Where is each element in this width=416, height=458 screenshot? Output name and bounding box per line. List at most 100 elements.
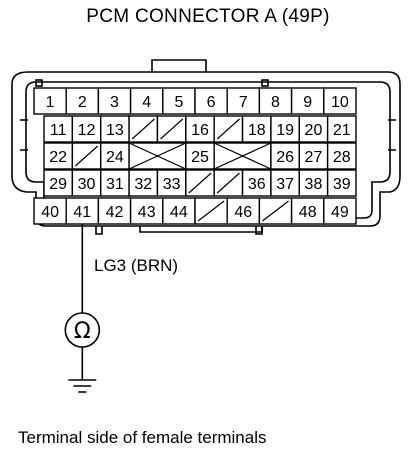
- terminal-cell: 29: [43, 169, 74, 197]
- terminal-number: 20: [305, 122, 323, 139]
- terminal-cell: 16: [185, 115, 215, 143]
- connector-top-marker: [261, 79, 269, 87]
- empty-cavity: [194, 197, 228, 225]
- empty-cavity: [258, 197, 293, 225]
- blank-cavity: [128, 142, 187, 170]
- terminal-number: 27: [305, 149, 323, 166]
- terminal-cell: 19: [270, 115, 300, 143]
- terminal-cell: 46: [226, 197, 261, 225]
- terminal-number: 30: [78, 176, 96, 193]
- diagram-title: PCM CONNECTOR A (49P): [86, 6, 330, 27]
- terminal-cell: 13: [100, 115, 130, 143]
- terminal-number: 13: [106, 122, 124, 139]
- terminal-cell: 32: [128, 169, 159, 197]
- terminal-number: 43: [138, 204, 156, 221]
- terminal-cell: 27: [298, 142, 329, 170]
- terminal-cell: 44: [162, 197, 196, 225]
- terminal-number: 31: [106, 176, 124, 193]
- terminal-number: 37: [276, 176, 294, 193]
- terminal-number: 42: [106, 204, 124, 221]
- terminal-cell: 24: [100, 142, 130, 170]
- terminal-number: 26: [276, 149, 294, 166]
- terminal-number: 12: [78, 122, 96, 139]
- ground-icon: [68, 379, 97, 393]
- empty-cavity: [213, 115, 244, 143]
- terminal-cell: 5: [162, 87, 196, 115]
- terminal-cell: 20: [298, 115, 329, 143]
- terminal-cell: 2: [65, 87, 100, 115]
- blank-cavity: [213, 142, 272, 170]
- terminal-cell: 7: [226, 87, 261, 115]
- terminal-cell: 22: [43, 142, 74, 170]
- empty-cavity: [185, 169, 215, 197]
- terminal-cell: 42: [97, 197, 132, 225]
- empty-cavity: [71, 142, 102, 170]
- terminal-cell: 43: [129, 197, 164, 225]
- terminal-number: 28: [333, 149, 351, 166]
- terminal-cell: 10: [323, 87, 357, 115]
- terminal-number: 22: [49, 149, 67, 166]
- terminal-number: 24: [106, 149, 124, 166]
- caption: Terminal side of female terminals: [18, 428, 267, 447]
- ohmmeter-circuit: Ω: [64, 224, 101, 393]
- terminal-number: 10: [331, 94, 349, 111]
- terminal-number: 32: [134, 176, 152, 193]
- connector-inner-shell: [25, 81, 391, 219]
- terminal-number: 29: [49, 176, 67, 193]
- terminal-number: 38: [305, 176, 323, 193]
- connector-bottom-key-left: [95, 226, 103, 235]
- terminal-cell: 48: [290, 197, 325, 225]
- terminal-number: 33: [163, 176, 181, 193]
- terminal-number: 3: [110, 94, 119, 111]
- terminal-cell: 1: [33, 87, 67, 115]
- terminal-cell: 49: [323, 197, 357, 225]
- terminal-number: 16: [191, 122, 209, 139]
- terminal-cell: 9: [290, 87, 325, 115]
- terminal-cell: 12: [71, 115, 102, 143]
- empty-cavity: [213, 169, 244, 197]
- terminal-cell: 4: [129, 87, 164, 115]
- terminal-number: 21: [333, 122, 351, 139]
- terminal-cell: 36: [241, 169, 272, 197]
- terminal-cell: 21: [326, 115, 357, 143]
- terminal-number: 1: [46, 94, 55, 111]
- terminal-number: 7: [239, 94, 248, 111]
- terminal-number: 36: [248, 176, 266, 193]
- terminal-cell: 6: [194, 87, 228, 115]
- terminal-cell: 30: [71, 169, 102, 197]
- connector-latch: [151, 59, 207, 72]
- terminal-cell: 11: [43, 115, 74, 143]
- terminal-cell: 38: [298, 169, 329, 197]
- terminal-number: 2: [78, 94, 87, 111]
- terminal-number: 8: [271, 94, 280, 111]
- terminal-cell: 26: [270, 142, 300, 170]
- terminal-number: 18: [248, 122, 266, 139]
- terminal-number: 5: [174, 94, 183, 111]
- connector-side-tab: [20, 119, 396, 151]
- ohm-symbol: Ω: [74, 319, 91, 344]
- terminal-cell: 31: [100, 169, 130, 197]
- connector-bottom-key-center: [139, 226, 263, 233]
- terminal-number: 40: [41, 204, 59, 221]
- terminal-cell: 39: [326, 169, 357, 197]
- terminal-number: 48: [299, 204, 317, 221]
- terminal-cell: 25: [185, 142, 215, 170]
- connector-bottom-key-right: [255, 226, 263, 235]
- terminal-number: 44: [170, 204, 188, 221]
- terminal-number: 46: [234, 204, 252, 221]
- connector-top-marker: [35, 79, 43, 87]
- terminal-cell: 37: [270, 169, 300, 197]
- terminal-number: 11: [50, 122, 67, 139]
- empty-cavity: [156, 115, 187, 143]
- terminal-number: 49: [331, 204, 349, 221]
- wire-label: LG3 (BRN): [94, 256, 179, 275]
- terminal-cell: 41: [65, 197, 100, 225]
- terminal-cell: 8: [258, 87, 293, 115]
- terminal-cell: 33: [156, 169, 187, 197]
- connector-outer-shell: [11, 71, 401, 227]
- terminal-cell: 3: [97, 87, 132, 115]
- terminal-number: 6: [207, 94, 216, 111]
